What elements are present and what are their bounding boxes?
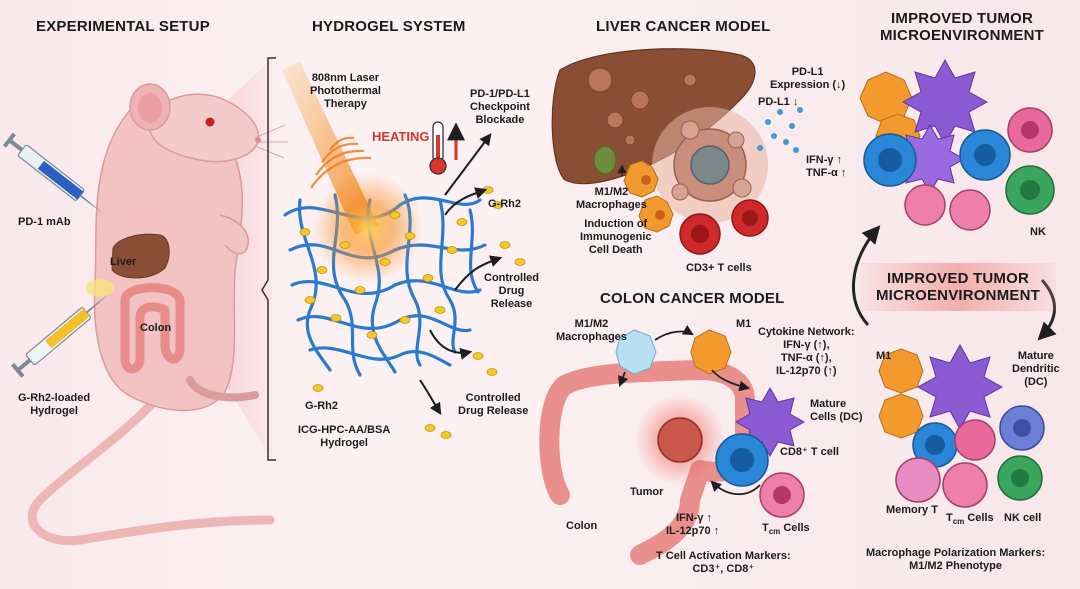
label-cd8-t-cell: CD8⁺ T cell <box>780 446 839 458</box>
label-heating: HEATING <box>372 129 430 144</box>
title-improved-tme-top: IMPROVED TUMOR MICROENVIRONMENT <box>879 10 1045 44</box>
label-colon: Colon <box>140 322 172 334</box>
title-liver-cancer-model: LIVER CANCER MODEL <box>596 18 771 35</box>
label-cd3-t-cells: CD3+ T cells <box>686 262 752 274</box>
pd1-syringe <box>2 132 104 215</box>
label-tnf-up: TNF-α ↑ <box>806 167 847 179</box>
title-colon-cancer-model: COLON CANCER MODEL <box>600 290 785 307</box>
label-t-cell-markers: T Cell Activation Markers:CD3⁺, CD8⁺ <box>656 550 791 575</box>
tme-top-cells <box>859 58 1055 231</box>
label-nk-cell: NK cell <box>1004 512 1042 524</box>
tme-bottom-cells <box>878 343 1045 508</box>
tme-banner <box>860 263 1056 311</box>
hydrogel-syringe <box>11 293 110 378</box>
mouse-liver <box>111 233 170 279</box>
label-macrophage-markers: Macrophage Polarization Markers:M1/M2 Ph… <box>866 547 1046 572</box>
label-tumor: Tumor <box>630 486 664 498</box>
label-tme-tcm: Tcm Cells <box>946 512 994 527</box>
title-experimental-setup: EXPERIMENTAL SETUP <box>36 18 210 35</box>
label-ifn-up: IFN-γ ↑ <box>806 154 843 166</box>
colon-arrows <box>618 325 761 495</box>
thermometer-icon <box>429 121 447 175</box>
title-hydrogel-system: HYDROGEL SYSTEM <box>312 18 466 35</box>
grh2-particles <box>299 186 526 439</box>
laser-hotspot <box>313 173 423 283</box>
label-liver: Liver <box>110 256 137 268</box>
label-g-rh2-top: G-Rh2 <box>488 198 521 210</box>
hydrogel-bracket <box>261 57 276 461</box>
cytokine-dots <box>757 107 803 153</box>
colon-macrophage <box>615 329 657 375</box>
mouse-colon <box>120 283 185 374</box>
title-improved-tme-bottom: IMPROVED TUMOR MICROENVIRONMENT <box>875 270 1041 304</box>
mouse-eye <box>205 117 215 127</box>
label-colon-ifn: IFN-γ ↑ <box>676 512 713 524</box>
mouse-front-paw <box>219 214 249 255</box>
label-cytokine-network: Cytokine Network:IFN-γ (↑),TNF-α (↑),IL-… <box>758 326 855 377</box>
label-g-rh2-bottom: G-Rh2 <box>305 400 338 412</box>
label-colon-m1: M1 <box>736 318 752 330</box>
colon-m1 <box>690 329 732 375</box>
injection-glow <box>86 279 114 297</box>
mouse-tail <box>27 385 275 546</box>
label-pdl1-down: PD-L1 ↓ <box>758 96 799 108</box>
laser-waves <box>310 136 372 189</box>
mouse-hind-foot <box>186 376 259 402</box>
label-colon-tcm: Tcm Cells <box>762 522 810 537</box>
gallbladder <box>593 145 617 175</box>
label-colon-organ: Colon <box>566 520 598 532</box>
mouse-illustration <box>27 83 288 546</box>
liver-cd3-t-cells <box>679 199 769 255</box>
label-tme-m1: M1 <box>876 350 892 362</box>
liver-macrophages <box>623 160 674 233</box>
label-memory-t: Memory T <box>886 504 938 516</box>
hydrogel-arrows <box>419 133 503 416</box>
colon-organ <box>539 360 755 565</box>
liver-tumor-nodules <box>587 67 697 146</box>
label-colon-il12: IL-12p70 ↑ <box>666 525 720 537</box>
label-pd1-mab: PD-1 mAb <box>18 216 71 228</box>
label-nk-top: NK <box>1030 226 1046 238</box>
